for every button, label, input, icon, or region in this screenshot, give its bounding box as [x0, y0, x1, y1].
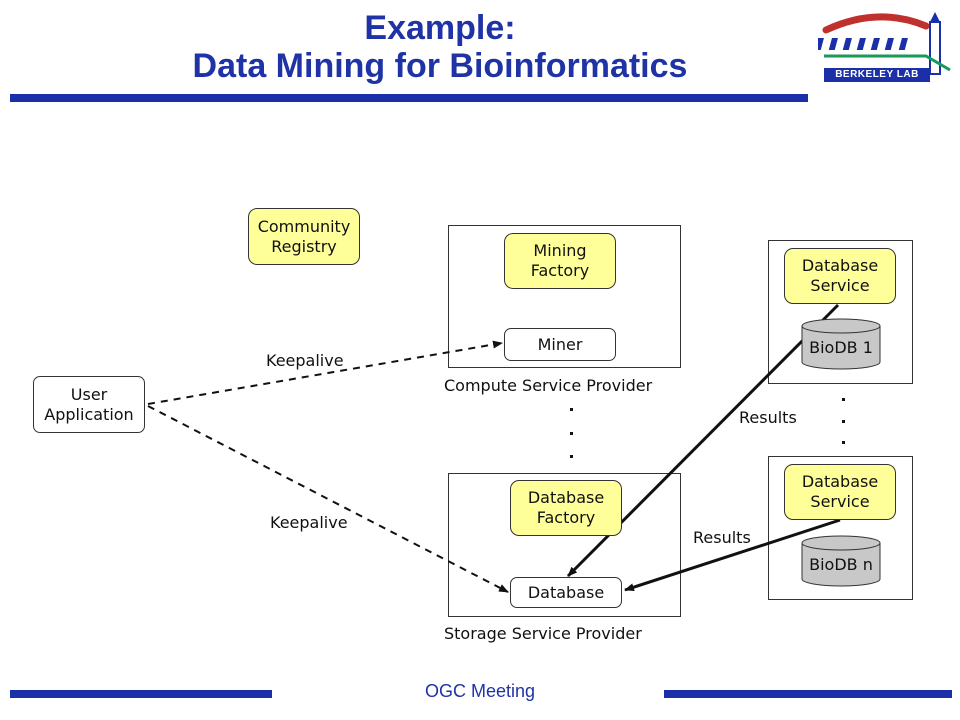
logo-text: BERKELEY LAB [824, 68, 930, 82]
user-application-node: User Application [33, 376, 145, 433]
biodb-n-host-frame [768, 456, 913, 600]
storage-provider-label: Storage Service Provider [444, 624, 642, 643]
biodb-1-cylinder [801, 318, 881, 370]
keepalive-database-arrow [147, 405, 509, 593]
database-service-n-node: Database Service [784, 464, 896, 520]
footer-text: OGC Meeting [424, 681, 536, 701]
results-top-label: Results [739, 408, 797, 427]
title-line-2: Data Mining for Bioinformatics [192, 47, 688, 85]
database-service-1-node: Database Service [784, 248, 896, 304]
header-divider [10, 94, 808, 102]
results-bottom-label: Results [693, 528, 751, 547]
compute-provider-frame [448, 225, 681, 368]
database-node: Database [510, 577, 622, 608]
keepalive-top-label: Keepalive [266, 351, 344, 370]
mining-factory-node: Mining Factory [504, 233, 616, 289]
keepalive-bottom-label: Keepalive [270, 513, 348, 532]
database-factory-node: Database Factory [510, 480, 622, 536]
compute-provider-label: Compute Service Provider [444, 376, 653, 395]
biodb-n-label: BioDB n [809, 555, 873, 574]
footer-bar-right [664, 690, 952, 698]
title-line-1: Example: [364, 9, 516, 47]
storage-provider-frame [448, 473, 681, 617]
community-registry-node: Community Registry [248, 208, 360, 265]
keepalive-miner-arrow [147, 340, 503, 405]
results-biodbn-arrow [624, 518, 841, 592]
ellipsis-dots-right [842, 398, 845, 444]
footer-bar-left [10, 690, 272, 698]
ellipsis-dots-center [570, 408, 573, 458]
biodb-1-label: BioDB 1 [809, 338, 873, 357]
berkeley-lab-logo [818, 12, 951, 75]
biodb-1-host-frame [768, 240, 913, 384]
miner-node: Miner [504, 328, 616, 361]
biodb-n-cylinder [801, 535, 881, 587]
